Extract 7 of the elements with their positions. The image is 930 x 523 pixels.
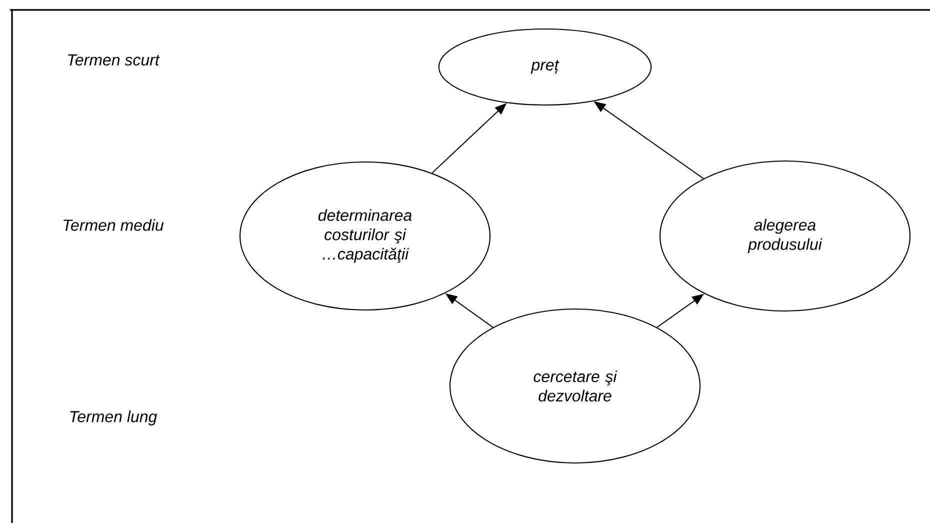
row-label: Termen lung — [70, 410, 158, 426]
ellipse-node: determinarea costurilor şi …capacităţii — [239, 161, 491, 311]
ellipse-node: preț — [438, 28, 652, 106]
row-label: Termen scurt — [68, 54, 160, 66]
row-label: Termen mediu — [64, 219, 164, 231]
ellipse-node: alegerea produsului — [659, 160, 911, 312]
ellipse-node: cercetare şi dezvoltare — [449, 308, 701, 464]
